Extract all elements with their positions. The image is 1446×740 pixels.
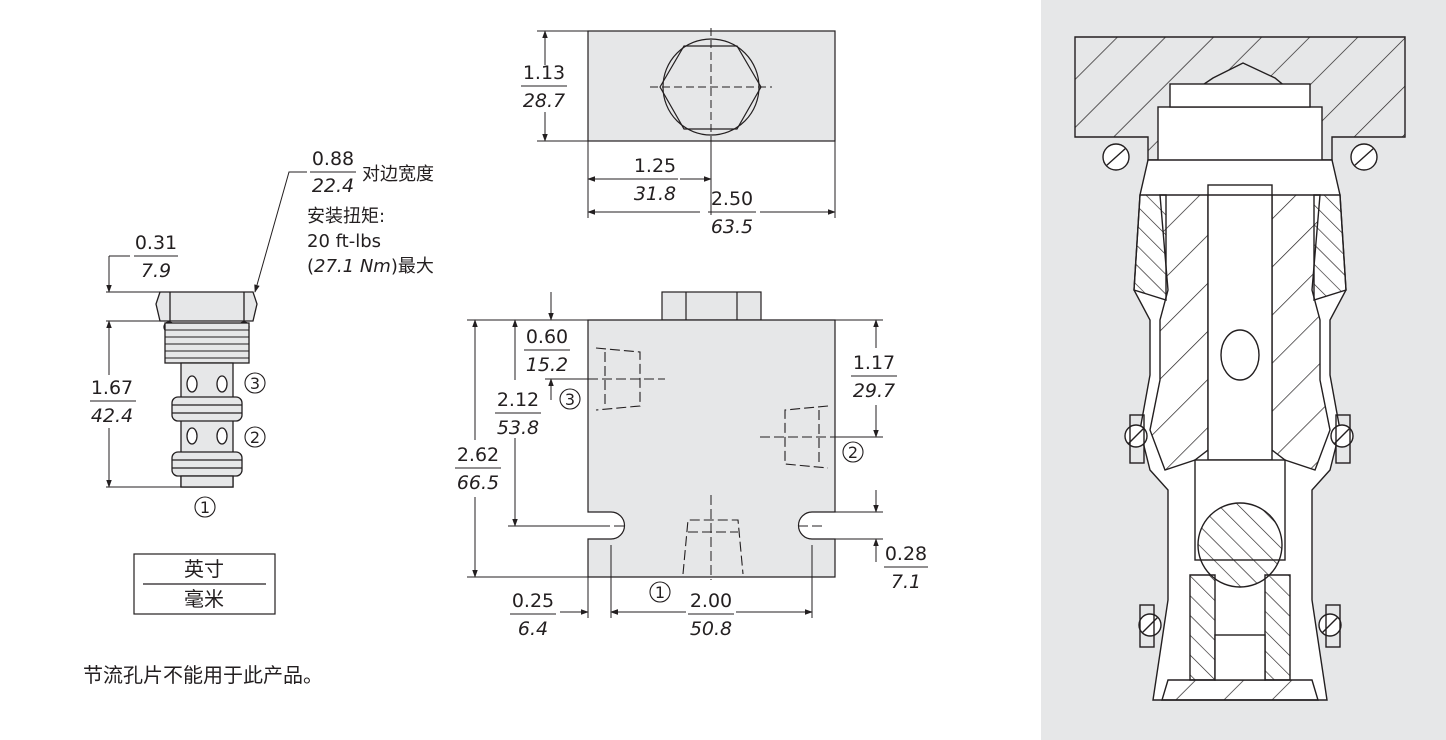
port2-offset-inch: 1.17 xyxy=(853,352,895,374)
torque-ftlbs: 20 ft-lbs xyxy=(307,231,381,252)
section-view xyxy=(1041,0,1446,740)
front-port-3: 3 xyxy=(565,390,575,409)
cartridge-port-1: 1 xyxy=(200,498,210,517)
units-inch: 英寸 xyxy=(184,557,224,581)
hex-height-mm: 7.9 xyxy=(141,260,171,282)
orifice-note: 节流孔片不能用于此产品。 xyxy=(83,663,323,687)
cartridge-port-2: 2 xyxy=(250,428,260,447)
port3-height-inch: 2.12 xyxy=(497,389,539,411)
slot-height-mm: 7.1 xyxy=(891,571,921,593)
front-height-inch: 2.62 xyxy=(457,444,499,466)
body-length-inch: 1.67 xyxy=(91,377,133,399)
port2-offset-mm: 29.7 xyxy=(853,380,895,402)
manifold-body xyxy=(587,319,836,578)
port3-height-mm: 53.8 xyxy=(497,417,539,439)
top-view xyxy=(537,28,836,218)
slot-spacing-inch: 2.00 xyxy=(690,590,732,612)
cartridge-port-labels xyxy=(194,372,266,518)
front-port-1: 1 xyxy=(655,583,665,602)
section-ball xyxy=(1197,502,1283,588)
slot-spacing-mm: 50.8 xyxy=(690,618,732,640)
port3-offset-mm: 15.2 xyxy=(526,354,568,376)
top-center-mm: 31.8 xyxy=(634,183,676,205)
top-height-mm: 28.7 xyxy=(523,90,565,112)
units-legend: 英寸 毫米 xyxy=(133,553,276,615)
top-width-mm: 63.5 xyxy=(711,216,753,238)
cartridge-hex-nut xyxy=(155,291,258,322)
units-mm: 毫米 xyxy=(184,587,224,611)
port3-offset-inch: 0.60 xyxy=(526,326,568,348)
top-width-inch: 2.50 xyxy=(711,188,753,210)
body-length-mm: 42.4 xyxy=(91,405,133,427)
front-height-mm: 66.5 xyxy=(457,472,499,494)
front-port-2: 2 xyxy=(848,443,858,462)
top-height-inch: 1.13 xyxy=(523,62,565,84)
hex-size-mm: 22.4 xyxy=(312,175,354,197)
top-center-inch: 1.25 xyxy=(634,155,676,177)
hex-size-inch: 0.88 xyxy=(312,148,354,170)
cartridge-thread xyxy=(164,322,250,364)
slot-inset-mm: 6.4 xyxy=(518,618,548,640)
slot-height-inch: 0.28 xyxy=(885,543,927,565)
torque-title: 安装扭矩: xyxy=(307,206,385,227)
hex-size-label: 对边宽度 xyxy=(362,164,434,185)
hex-height-inch: 0.31 xyxy=(135,232,177,254)
torque-nm: (27.1 Nm)最大 xyxy=(307,256,434,277)
cartridge-port-3: 3 xyxy=(250,374,260,393)
front-view xyxy=(467,291,883,618)
front-view-hex xyxy=(661,291,762,321)
front-port-circles xyxy=(559,388,864,603)
slot-inset-inch: 0.25 xyxy=(512,590,554,612)
cartridge-view xyxy=(106,171,307,488)
